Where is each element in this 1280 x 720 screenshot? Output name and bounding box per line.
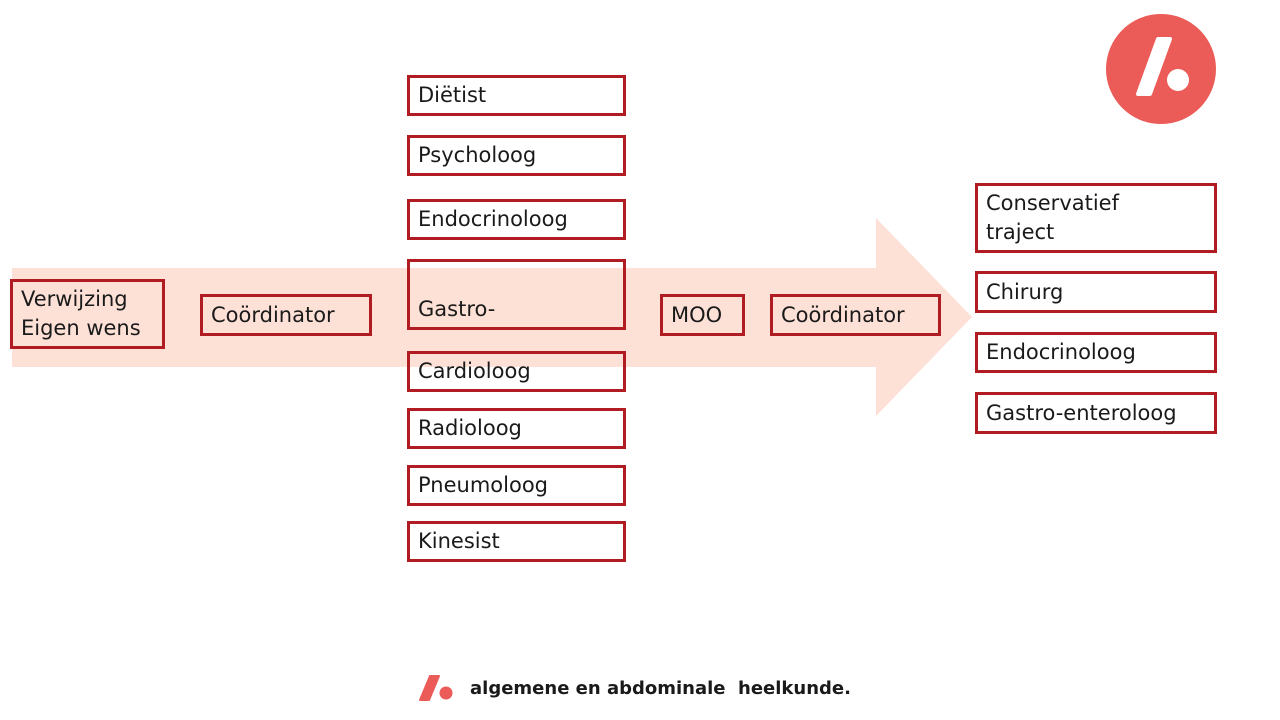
- specialist-box-dietist: Diëtist: [407, 75, 626, 116]
- outcome-box-endocrinoloog: Endocrinoloog: [975, 332, 1217, 373]
- moo-box: MOO: [660, 294, 745, 336]
- coordinator-box-1: Coördinator: [200, 294, 372, 336]
- specialist-box-psycholoog: Psycholoog: [407, 135, 626, 176]
- start-box: Verwijzing Eigen wens: [10, 279, 165, 349]
- outcome-label: Chirurg: [986, 279, 1064, 304]
- specialist-label: Gastro- enteroloog: [418, 297, 531, 327]
- outcome-label: Conservatief traject: [986, 191, 1119, 244]
- outcome-box-chirurg: Chirurg: [975, 271, 1217, 313]
- specialist-box-cardioloog: Cardioloog: [407, 351, 626, 392]
- outcome-label: Gastro-enteroloog: [986, 400, 1177, 425]
- start-label: Verwijzing Eigen wens: [21, 287, 141, 340]
- moo-label: MOO: [671, 302, 723, 327]
- specialist-label: Endocrinoloog: [418, 207, 568, 231]
- footer-branding: algemene en abdominale heelkunde.: [418, 672, 851, 704]
- specialist-box-endocrinoloog: Endocrinoloog: [407, 199, 626, 240]
- coordinator-label: Coördinator: [211, 302, 335, 327]
- coordinator-label: Coördinator: [781, 302, 905, 327]
- slash-dot-logo-icon: [419, 675, 453, 701]
- specialist-box-gastro-enteroloog: Gastro- enteroloog: [407, 259, 626, 330]
- specialist-box-radioloog: Radioloog: [407, 408, 626, 449]
- specialist-label: Cardioloog: [418, 359, 531, 383]
- specialist-label: Radioloog: [418, 416, 522, 440]
- slash-dot-logo-icon: [1106, 14, 1216, 124]
- specialist-box-kinesist: Kinesist: [407, 521, 626, 562]
- outcome-label: Endocrinoloog: [986, 340, 1136, 364]
- specialist-label: Diëtist: [418, 83, 487, 107]
- coordinator-box-2: Coördinator: [770, 294, 941, 336]
- outcome-box-gastro-enteroloog: Gastro-enteroloog: [975, 392, 1217, 434]
- specialist-box-pneumoloog: Pneumoloog: [407, 465, 626, 506]
- specialist-label: Psycholoog: [418, 143, 537, 167]
- specialist-label: Pneumoloog: [418, 473, 548, 497]
- footer-text: algemene en abdominale heelkunde.: [470, 677, 851, 699]
- outcome-box-conservatief-traject: Conservatief traject: [975, 183, 1217, 253]
- specialist-label: Kinesist: [418, 529, 500, 553]
